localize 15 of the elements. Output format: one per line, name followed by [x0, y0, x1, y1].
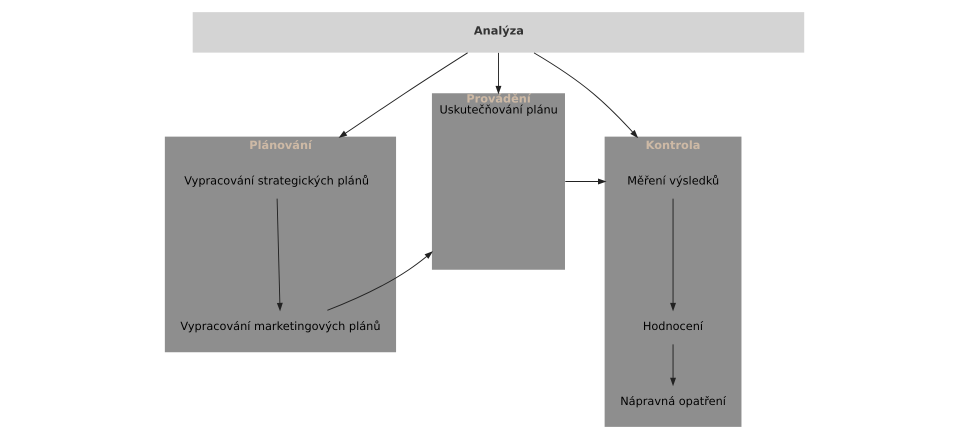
node-box: Analýza — [192, 12, 804, 53]
node-text: Vypracování strategických plánů — [184, 173, 370, 188]
arrow — [276, 198, 283, 312]
node-text: Měření výsledků — [627, 173, 720, 188]
arrow — [534, 52, 638, 138]
arrow — [326, 251, 433, 311]
node-text: Vypracování marketingových plánů — [180, 319, 381, 334]
node-text: Hodnocení — [642, 319, 704, 334]
arrow — [670, 198, 676, 312]
node-text: Nápravná opatření — [620, 394, 726, 408]
node-box: Provádění Uskutečňování plánu — [432, 93, 565, 270]
arrow — [564, 178, 607, 184]
arrow — [670, 344, 676, 386]
arrow — [495, 52, 502, 94]
arrow — [338, 52, 468, 138]
